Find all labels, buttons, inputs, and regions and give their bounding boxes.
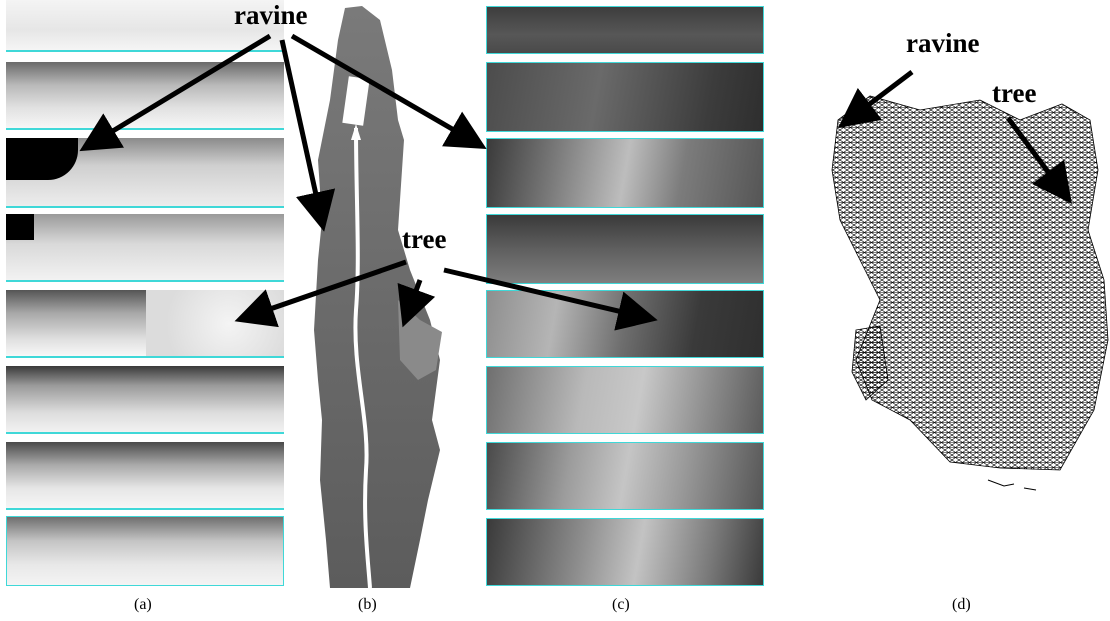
depth-strip-8	[6, 516, 284, 586]
camera-strip-3	[486, 138, 764, 208]
label-ravine-left: ravine	[234, 0, 308, 30]
arrow-tree-to-terrain	[397, 279, 436, 328]
caption-c: (c)	[612, 596, 630, 613]
label-tree-center: tree	[402, 224, 447, 254]
wireframe-left-fragment	[851, 325, 889, 401]
label-tree-right: tree	[992, 78, 1037, 108]
camera-strip-2	[486, 62, 764, 132]
camera-strip-7	[486, 442, 764, 510]
depth-strip-2	[6, 62, 284, 130]
panel-c-camera-strips	[486, 0, 766, 590]
label-ravine-right: ravine	[906, 28, 980, 58]
vehicle-icon	[342, 76, 370, 126]
arrow-ravine-to-wireframe	[838, 70, 914, 129]
camera-strip-6	[486, 366, 764, 434]
arrow-tree-to-camera	[443, 267, 658, 331]
caption-a: (a)	[134, 596, 152, 613]
depth-strip-1	[6, 0, 284, 52]
camera-strip-4	[486, 214, 764, 284]
depth-strip-3	[6, 138, 284, 208]
caption-b: (b)	[358, 596, 377, 613]
trajectory-arrowhead-icon	[351, 124, 361, 140]
terrain-region	[314, 6, 440, 588]
vehicle-trajectory	[353, 127, 372, 589]
arrow-tree-to-depth	[234, 259, 407, 328]
camera-strip-1	[486, 6, 764, 54]
arrow-tree-to-wireframe	[1005, 116, 1072, 205]
depth-strip-6	[6, 366, 284, 434]
ravine-black-region	[6, 214, 34, 240]
depth-strip-7	[6, 442, 284, 510]
caption-d: (d)	[952, 596, 971, 613]
arrow-ravine-to-camera	[290, 33, 487, 150]
arrow-ravine-to-depth	[79, 33, 272, 152]
arrow-ravine-to-terrain	[279, 39, 336, 232]
wireframe-debris-line	[987, 479, 1037, 491]
camera-strip-8	[486, 518, 764, 586]
ravine-black-region	[6, 138, 78, 180]
depth-strip-4	[6, 214, 284, 282]
